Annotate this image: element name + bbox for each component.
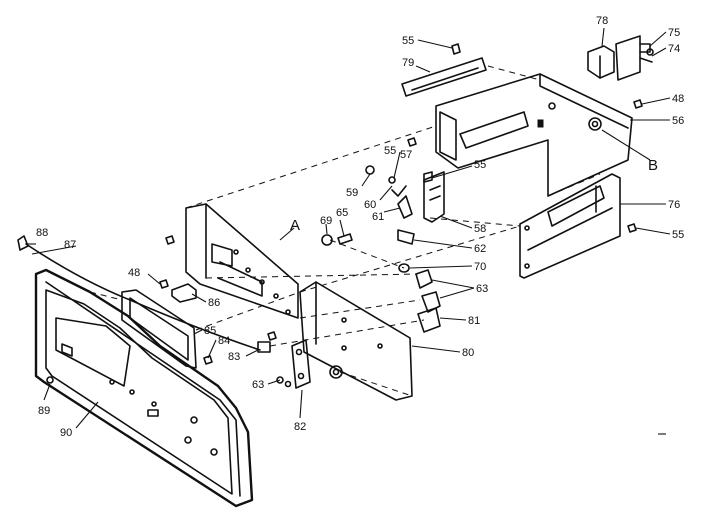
- control-mounting-plate: [185, 203, 299, 319]
- center-bracket: [365, 165, 445, 245]
- callout-89: 89: [38, 405, 50, 417]
- lower-right-panel-76: [519, 173, 621, 279]
- callout-55: 55: [402, 35, 414, 47]
- callout-82: 82: [294, 421, 306, 433]
- callout-A: A: [290, 217, 300, 234]
- callout-58: 58: [474, 223, 486, 235]
- switch-plate-80: [299, 281, 413, 401]
- callout-55: 55: [672, 229, 684, 241]
- callout-labels: 55 79 78 75 74 48 56 55 57 55 B 59 60 61…: [36, 15, 684, 439]
- callout-48: 48: [128, 267, 140, 279]
- callout-87: 87: [64, 239, 76, 251]
- bracket-82: [291, 339, 343, 389]
- screws: [46, 43, 643, 388]
- callout-62: 62: [474, 243, 486, 255]
- callout-83: 83: [228, 351, 240, 363]
- callout-81: 81: [468, 315, 480, 327]
- control-knobs: [257, 263, 441, 353]
- callout-76: 76: [668, 199, 680, 211]
- callout-79: 79: [402, 57, 414, 69]
- callout-48: 48: [672, 93, 684, 105]
- callout-63: 63: [476, 283, 488, 295]
- assembly-lines: [89, 65, 601, 397]
- callout-90: 90: [60, 427, 72, 439]
- callout-59: 59: [346, 187, 358, 199]
- callout-74: 74: [668, 43, 680, 55]
- callout-86: 86: [208, 297, 220, 309]
- wire-harness-87: [17, 235, 261, 351]
- callout-55: 55: [384, 145, 396, 157]
- rear-chassis-panel: [435, 73, 633, 197]
- callout-B: B: [648, 157, 658, 174]
- circuit-board-79: [401, 57, 487, 97]
- callout-78: 78: [596, 15, 608, 27]
- callout-69: 69: [320, 215, 332, 227]
- leader-lines: [26, 27, 671, 429]
- callout-55: 55: [474, 159, 486, 171]
- callout-85: 85: [204, 325, 216, 337]
- small-parts: [171, 233, 353, 303]
- callout-75: 75: [668, 27, 680, 39]
- callout-65: 65: [336, 207, 348, 219]
- callout-80: 80: [462, 347, 474, 359]
- transformer-assembly: [587, 35, 654, 81]
- callout-88: 88: [36, 227, 48, 239]
- callout-57: 57: [400, 149, 412, 161]
- callout-84: 84: [218, 335, 230, 347]
- callout-63: 63: [252, 379, 264, 391]
- callout-60: 60: [364, 199, 376, 211]
- callout-56: 56: [672, 115, 684, 127]
- callout-61: 61: [372, 211, 384, 223]
- display-bezel-85: [121, 289, 197, 369]
- callout-70: 70: [474, 261, 486, 273]
